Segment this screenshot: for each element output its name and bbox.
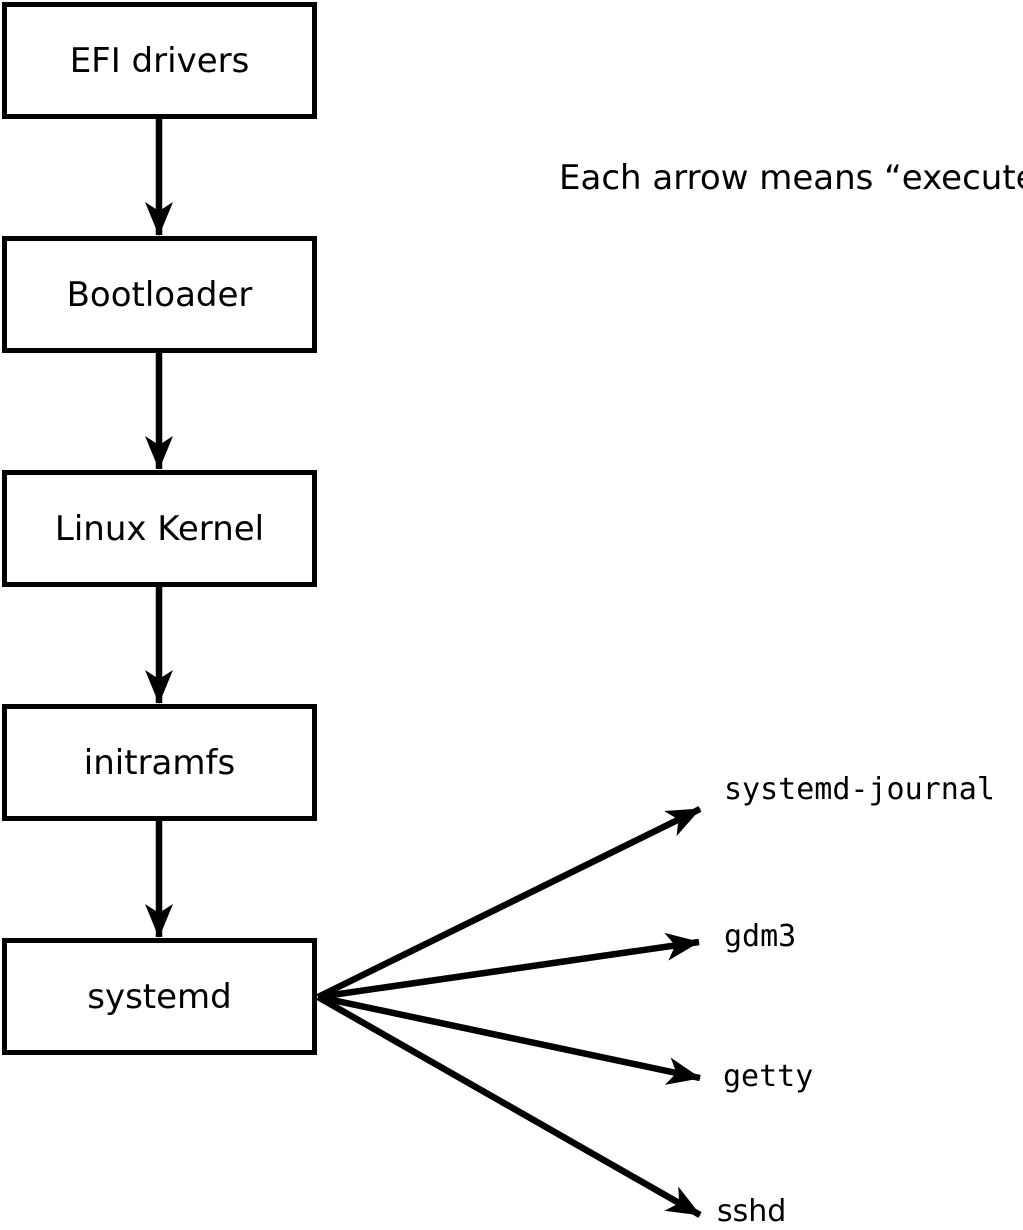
service-label-systemd-journal: systemd-journal	[724, 772, 995, 807]
node-systemd-label: systemd	[87, 976, 232, 1017]
node-linux-kernel-label: Linux Kernel	[54, 508, 265, 549]
arrow-systemd-to-gdm3	[317, 932, 700, 1001]
node-bootloader: Bootloader	[2, 236, 317, 353]
node-bootloader-label: Bootloader	[66, 274, 253, 315]
node-initramfs: initramfs	[2, 704, 317, 821]
arrow-systemd-to-getty	[317, 993, 701, 1085]
arrow-systemd-to-sshd	[316, 994, 702, 1218]
service-label-getty: getty	[723, 1059, 814, 1094]
node-efi-drivers: EFI drivers	[2, 2, 317, 119]
node-linux-kernel: Linux Kernel	[2, 470, 317, 587]
legend-note: Each arrow means “executes”.	[559, 158, 1023, 198]
node-systemd: systemd	[2, 938, 317, 1055]
node-efi-drivers-label: EFI drivers	[69, 40, 250, 81]
arrow-systemd-to-systemd-journal	[316, 806, 702, 1000]
service-label-gdm3: gdm3	[724, 919, 797, 954]
service-label-sshd: sshd	[717, 1194, 787, 1229]
node-initramfs-label: initramfs	[83, 742, 236, 783]
